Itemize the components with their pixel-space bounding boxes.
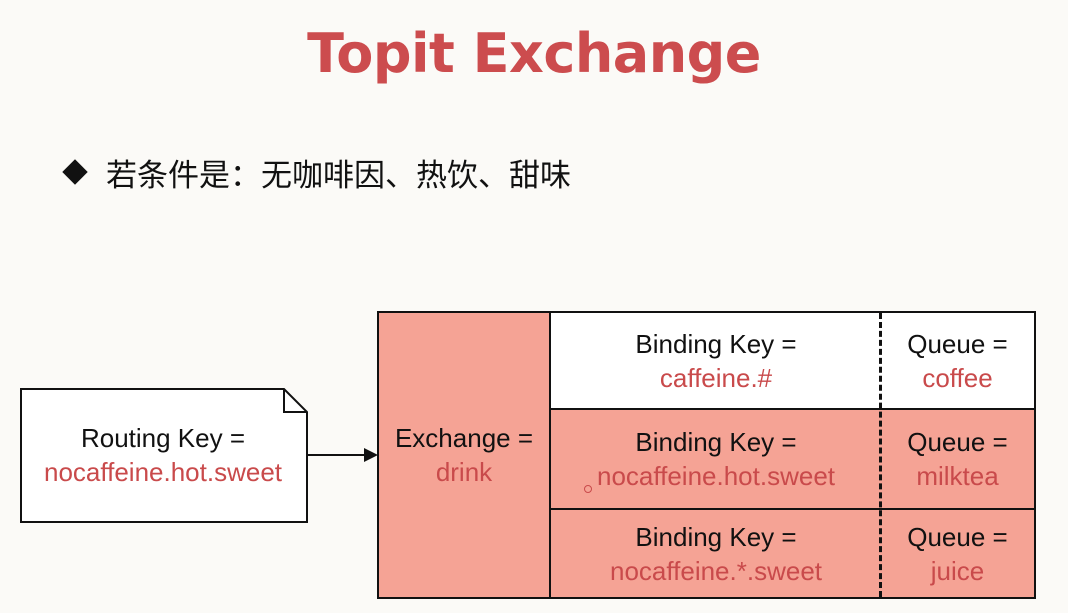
queue-cell: Queue = coffee [881, 313, 1034, 408]
exchange-label: Exchange = [394, 423, 534, 453]
slide-title: Topit Exchange [307, 22, 761, 85]
dashed-divider [879, 313, 882, 597]
binding-value: nocaffeine.hot.sweet [596, 461, 836, 491]
binding-cell: Binding Key = nocaffeine.*.sweet [551, 508, 881, 597]
queue-value: milktea [916, 461, 999, 491]
queue-value: juice [930, 555, 985, 586]
queue-value: coffee [922, 362, 993, 393]
note-shape [20, 388, 308, 523]
arrow-right-icon [306, 448, 378, 462]
binding-label: Binding Key = [635, 427, 797, 457]
binding-cell: Binding Key = caffeine.# [551, 313, 881, 408]
exchange-binding-table: Exchange = drink Binding Key = caffeine.… [377, 311, 1036, 599]
pointer-marker [584, 485, 592, 493]
routing-key-label: Routing Key = [80, 422, 246, 453]
queue-cell: Queue = juice [881, 508, 1034, 597]
queue-cell: Queue = milktea [881, 408, 1034, 508]
exchange-value: drink [435, 457, 493, 487]
routing-key-value: nocaffeine.hot.sweet [43, 456, 283, 487]
binding-label: Binding Key = [635, 521, 797, 552]
binding-label: Binding Key = [635, 328, 797, 359]
condition-line: 若条件是：无咖啡因、热饮、甜味 [62, 150, 571, 194]
binding-value: nocaffeine.*.sweet [610, 555, 822, 586]
diamond-bullet-icon [62, 159, 88, 185]
queue-label: Queue = [907, 328, 1008, 359]
queue-label: Queue = [907, 427, 1008, 457]
routing-key-note: Routing Key = nocaffeine.hot.sweet [20, 388, 308, 523]
queue-label: Queue = [907, 521, 1008, 552]
binding-cell: Binding Key = nocaffeine.hot.sweet [551, 408, 881, 508]
binding-value: caffeine.# [659, 362, 773, 393]
exchange-cell: Exchange = drink [379, 313, 551, 597]
condition-text: 若条件是：无咖啡因、热饮、甜味 [106, 157, 571, 194]
